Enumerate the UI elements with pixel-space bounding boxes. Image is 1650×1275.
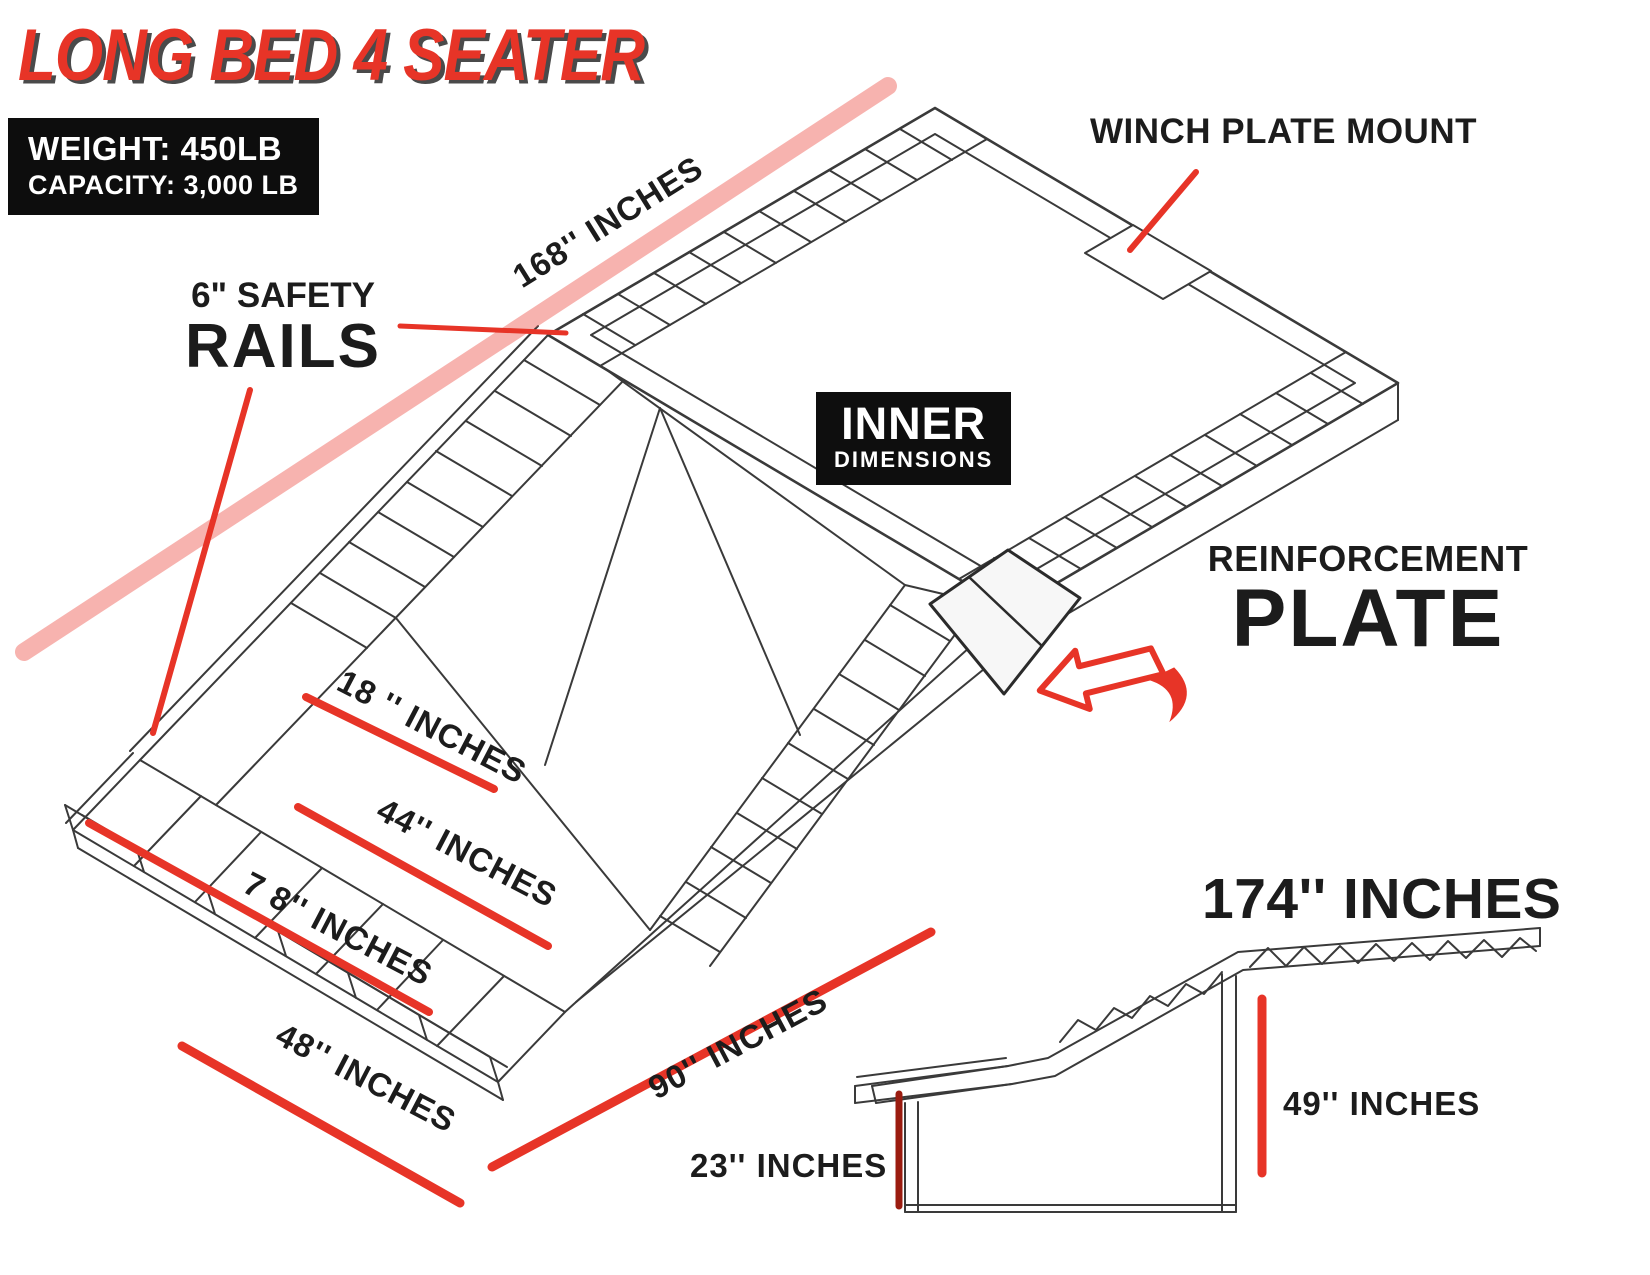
page-title: LONG BED 4 SEATER (18, 15, 645, 97)
reinforcement-line2: PLATE (1231, 573, 1505, 664)
red-pointer-lines (85, 169, 1267, 1210)
inner-dimensions-line2: DIMENSIONS (834, 447, 994, 473)
capacity-value: CAPACITY: 3,000 LB (28, 170, 299, 200)
winch-plate-shape (1084, 224, 1212, 300)
dim-23-label: 23'' INCHES (690, 1147, 888, 1184)
safety-rails-line1: 6" SAFETY (191, 276, 375, 315)
safety-rails-line2: RAILS (185, 312, 381, 381)
inner-dimensions-line1: INNER (841, 398, 987, 449)
reinforcement-plate-shape (928, 548, 1082, 696)
safety-rails-label: 6" SAFETY RAILS (148, 276, 418, 378)
side-view-drawing (854, 927, 1541, 1213)
inner-dimensions-badge: INNER DIMENSIONS (816, 392, 1012, 486)
left-arrow-icon (1036, 645, 1187, 723)
dim-49-label: 49'' INCHES (1283, 1085, 1481, 1122)
spec-box: WEIGHT: 450LB CAPACITY: 3,000 LB (8, 118, 319, 215)
weight-value: WEIGHT: 450LB (28, 130, 283, 167)
pink-accent-stripe (15, 77, 897, 661)
main-frame-drawing (64, 106, 1400, 1101)
reinforcement-line1: REINFORCEMENT (1207, 538, 1529, 579)
reinforcement-plate-label: REINFORCEMENT PLATE (1168, 538, 1568, 664)
dim-174-label: 174'' INCHES (1202, 867, 1562, 931)
winch-plate-mount-label: WINCH PLATE MOUNT (1090, 112, 1477, 151)
